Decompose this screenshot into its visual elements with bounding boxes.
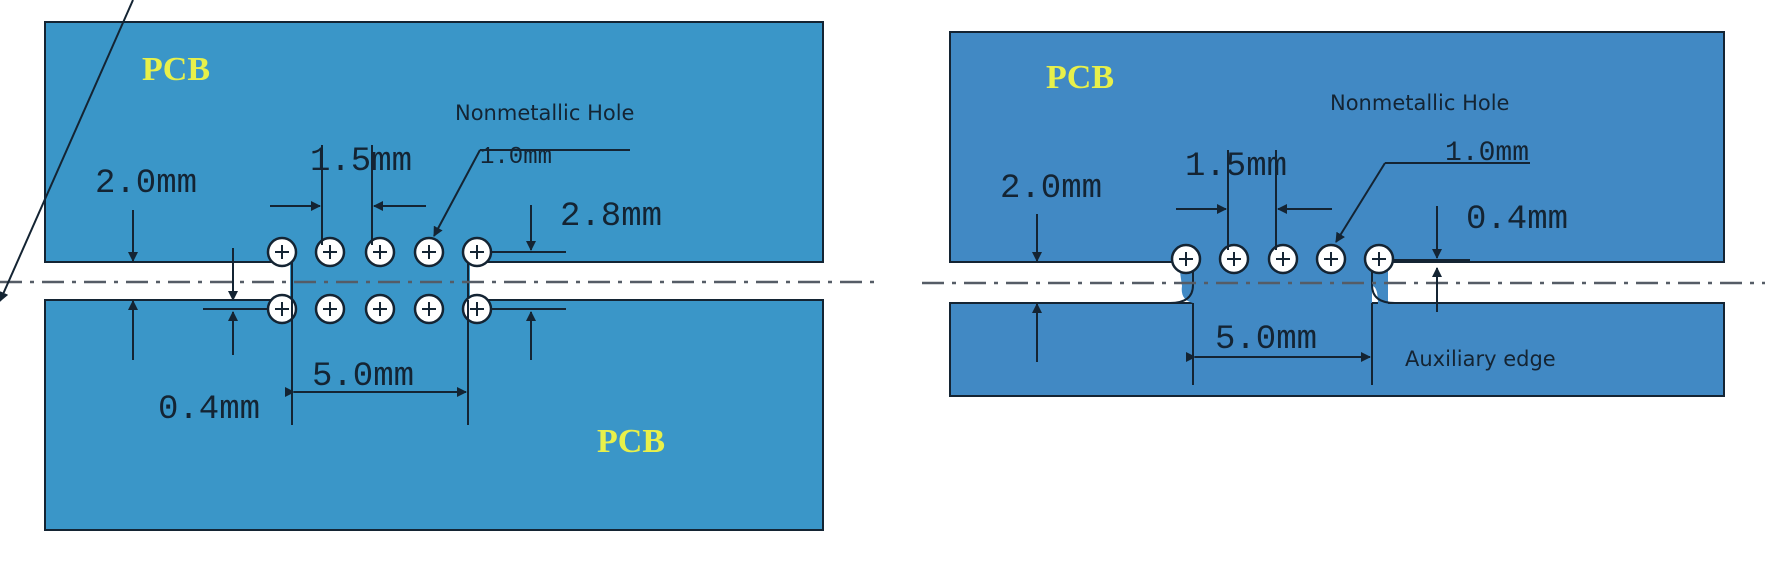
nonmetallic-hole-label: Nonmetallic Hole	[1330, 91, 1509, 115]
row-spacing-label: 2.8mm	[560, 198, 662, 236]
auxiliary-edge-board	[949, 302, 1725, 397]
hole	[413, 293, 445, 325]
bottom-pcb-board	[44, 299, 824, 531]
top-pcb-board	[44, 21, 824, 263]
hole	[1315, 243, 1347, 275]
hole-pitch-label: 1.5mm	[310, 143, 412, 181]
bridge-width-label: 5.0mm	[312, 358, 414, 396]
hole	[461, 236, 493, 268]
hole	[1170, 243, 1202, 275]
hole	[413, 236, 445, 268]
hole	[1267, 243, 1299, 275]
hole-offset-label: 0.4mm	[1466, 201, 1568, 239]
slot-width-label: 2.0mm	[95, 165, 197, 203]
dimension-lines	[0, 0, 630, 425]
auxiliary-edge-label: Auxiliary edge	[1405, 347, 1556, 371]
hole-pitch-label: 1.5mm	[1185, 148, 1287, 186]
pcb-label-top: PCB	[1046, 59, 1114, 96]
right-diagram: PCB Nonmetallic Hole 1.0mm 1.5mm 2.0mm 0…	[922, 31, 1765, 397]
hole	[1218, 243, 1250, 275]
slot-width-label: 2.0mm	[1000, 170, 1102, 208]
left-diagram: PCB PCB Nonmetallic Hole 1.0mm 1.5mm 2.0…	[0, 0, 880, 531]
dimension-lines	[1032, 150, 1530, 385]
hole	[364, 236, 396, 268]
pcb-label-bottom: PCB	[597, 423, 665, 460]
pcb-label-top: PCB	[142, 51, 210, 88]
hole	[314, 236, 346, 268]
hole-diameter-label: 1.0mm	[480, 144, 552, 171]
hole	[266, 236, 298, 268]
hole	[364, 293, 396, 325]
hole-offset-label: 0.4mm	[158, 391, 260, 429]
hole	[1363, 243, 1395, 275]
bridge-width-label: 5.0mm	[1215, 321, 1317, 359]
nonmetallic-hole-label: Nonmetallic Hole	[455, 101, 634, 125]
hole	[314, 293, 346, 325]
hole-diameter-label: 1.0mm	[1445, 138, 1529, 169]
